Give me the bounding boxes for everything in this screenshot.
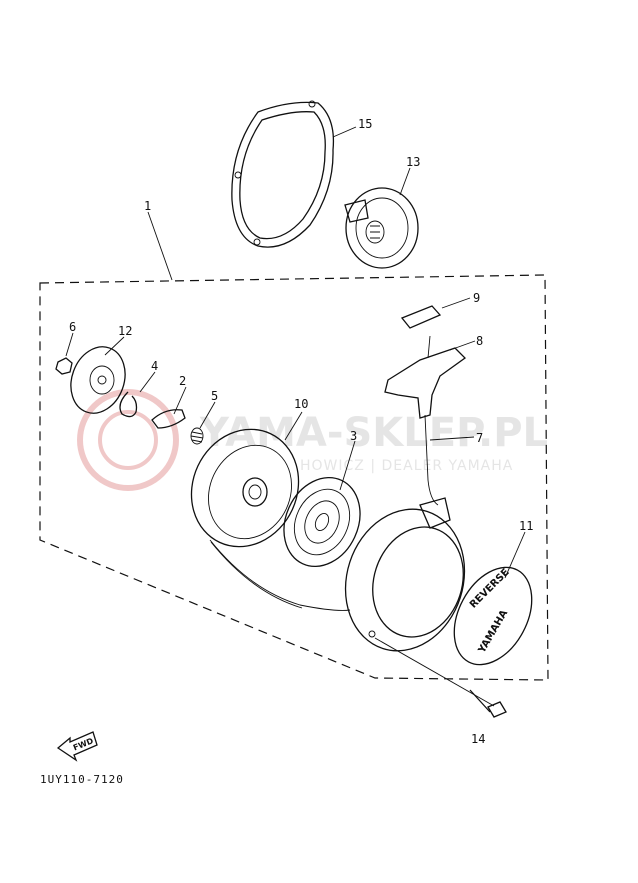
label-part-10: 10: [294, 397, 308, 411]
part-14-bolt: [469, 689, 507, 718]
diagram-code: 1UY110-7120: [40, 773, 124, 786]
label-part-5: 5: [211, 389, 218, 403]
fwd-label: FWD: [72, 736, 95, 752]
label-part-14: 14: [471, 732, 485, 746]
part-6-nut: [55, 357, 73, 375]
watermark-subtitle: HOWICZ | DEALER YAMAHA: [300, 458, 513, 474]
watermark-logo-icon: [77, 389, 179, 491]
part-3-spiral-spring: [283, 476, 361, 568]
label-part-8: 8: [476, 334, 483, 348]
part-13-drive-pulley: [344, 187, 419, 269]
badge-text-yamaha: YAMAHA: [476, 608, 510, 656]
label-part-4: 4: [151, 359, 158, 373]
label-part-1: 1: [144, 199, 151, 213]
part-number-labels: 1 2 3 4 5 6 7 8 9 10 11 12 13 14 15: [69, 117, 533, 746]
part-5-pawl-spring: [190, 427, 204, 445]
fwd-arrow-icon: FWD: [56, 731, 98, 762]
badge-text-reverse: REVERSE: [468, 567, 512, 611]
label-part-11: 11: [519, 519, 533, 533]
label-part-9: 9: [473, 291, 480, 305]
part-4-spring-clip: [119, 391, 138, 418]
part-2-pawl: [151, 409, 186, 429]
label-part-15: 15: [358, 117, 372, 131]
part-9-handle-cap: [400, 305, 442, 329]
part-12-friction-plate: [70, 346, 126, 414]
label-part-12: 12: [118, 324, 132, 338]
reverse-badge: REVERSE YAMAHA: [453, 566, 533, 666]
part-10-sheave-drum: [190, 428, 300, 548]
part-8-starter-handle: [384, 335, 467, 419]
leader-lines: [65, 126, 526, 707]
assembly-boundary: [39, 274, 549, 681]
label-part-7: 7: [476, 431, 483, 445]
part-15-gasket: [231, 100, 335, 248]
part-7-rope: [209, 414, 439, 611]
watermark-title: YAMA-SKLEP.PL: [199, 410, 548, 456]
watermark: YAMA-SKLEP.PL HOWICZ | DEALER YAMAHA: [77, 389, 548, 491]
label-part-3: 3: [350, 429, 357, 443]
label-part-6: 6: [69, 320, 76, 334]
label-part-2: 2: [179, 374, 186, 388]
part-11-starter-case: [344, 497, 466, 652]
label-part-13: 13: [406, 155, 420, 169]
